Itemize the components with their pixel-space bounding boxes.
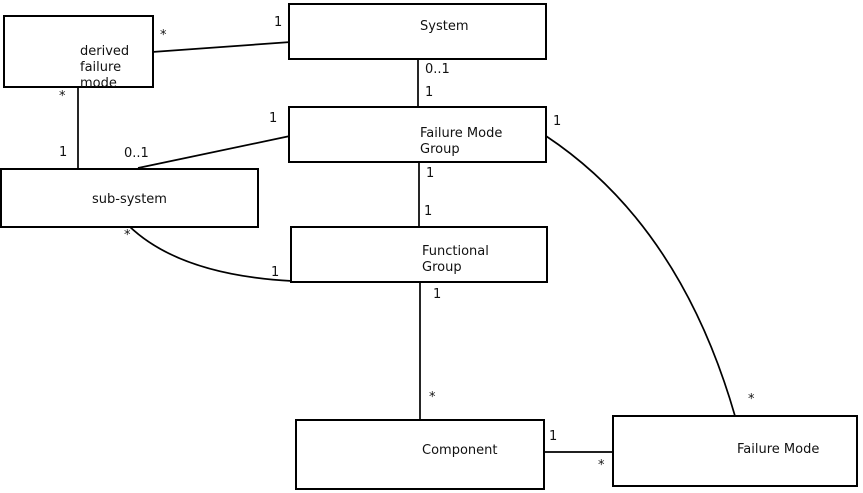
cardinality-failure-mode-group-end-of-sub-system-link: 1 xyxy=(269,111,278,126)
cardinality-failure-mode-end-of-component-link: * xyxy=(598,458,605,473)
cardinality-sub-system-end-of-failure-mode-group-link: 0..1 xyxy=(124,146,149,161)
relationship-line-failure-mode-group-failure-mode xyxy=(545,135,736,417)
cardinality-system-end-of-failure-mode-group-link: 0..1 xyxy=(425,62,450,77)
cardinality-functional-group-end-of-sub-system-link: 1 xyxy=(271,265,280,280)
entity-box-system: System xyxy=(288,3,547,60)
entity-box-component: Component xyxy=(295,419,545,490)
cardinality-failure-mode-end-of-failure-mode-group-link: * xyxy=(748,392,755,407)
cardinality-derived-failure-mode-end-of-system-link: * xyxy=(160,28,167,43)
entity-label-sub-system: sub-system xyxy=(92,192,167,207)
cardinality-sub-system-end-of-derived-failure-mode-link: 1 xyxy=(59,145,68,160)
entity-label-failure-mode-group: Failure Mode Group xyxy=(420,126,503,157)
cardinality-derived-failure-mode-end-of-sub-system-link: * xyxy=(59,89,66,104)
cardinality-sub-system-end-of-functional-group-link: * xyxy=(124,228,131,243)
relationship-line-system-derived-failure-mode xyxy=(151,41,292,53)
cardinality-functional-group-end-of-component-link: 1 xyxy=(433,287,442,302)
entity-box-sub-system: sub-system xyxy=(0,168,259,228)
relationship-line-failure-mode-group-sub-system xyxy=(137,135,291,169)
entity-box-derived-failure-mode: derived failure mode xyxy=(3,15,154,91)
entity-box-failure-mode-group: Failure Mode Group xyxy=(288,106,547,163)
entity-label-system: System xyxy=(420,19,469,34)
cardinality-component-end-of-functional-group-link: * xyxy=(429,390,436,405)
entity-box-functional-group: Functional Group xyxy=(290,226,548,283)
entity-box-failure-mode: Failure Mode xyxy=(612,415,858,487)
cardinality-component-end-of-failure-mode-link: 1 xyxy=(549,429,558,444)
entity-label-functional-group: Functional Group xyxy=(422,244,489,275)
entity-label-failure-mode: Failure Mode xyxy=(737,442,820,457)
cardinality-system-end-of-derived-failure-mode-link: 1 xyxy=(274,15,283,30)
cardinality-functional-group-end-of-failure-mode-group-link: 1 xyxy=(424,204,433,219)
cardinality-failure-mode-group-end-of-failure-mode-link: 1 xyxy=(553,114,562,129)
cardinality-failure-mode-group-end-of-system-link: 1 xyxy=(425,85,434,100)
cardinality-failure-mode-group-end-of-functional-group-link: 1 xyxy=(426,166,435,181)
relationship-line-sub-system-functional-group xyxy=(128,225,293,282)
entity-label-component: Component xyxy=(422,443,498,458)
entity-label-derived-failure-mode: derived failure mode xyxy=(80,44,130,91)
